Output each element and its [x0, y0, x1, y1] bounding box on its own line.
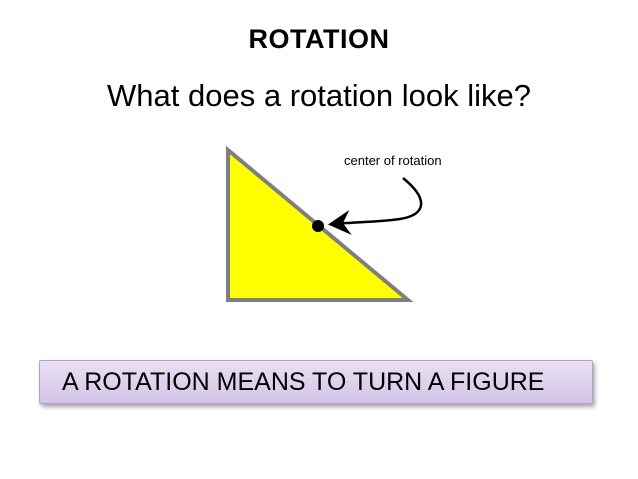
definition-banner: A ROTATION MEANS TO TURN A FIGURE: [39, 360, 593, 404]
slide-title: ROTATION: [248, 24, 390, 54]
slide-subtitle: What does a rotation look like?: [107, 78, 531, 113]
center-point-icon: [312, 220, 324, 232]
center-of-rotation-label: center of rotation: [344, 153, 442, 168]
curved-arrow-icon: [328, 177, 423, 235]
